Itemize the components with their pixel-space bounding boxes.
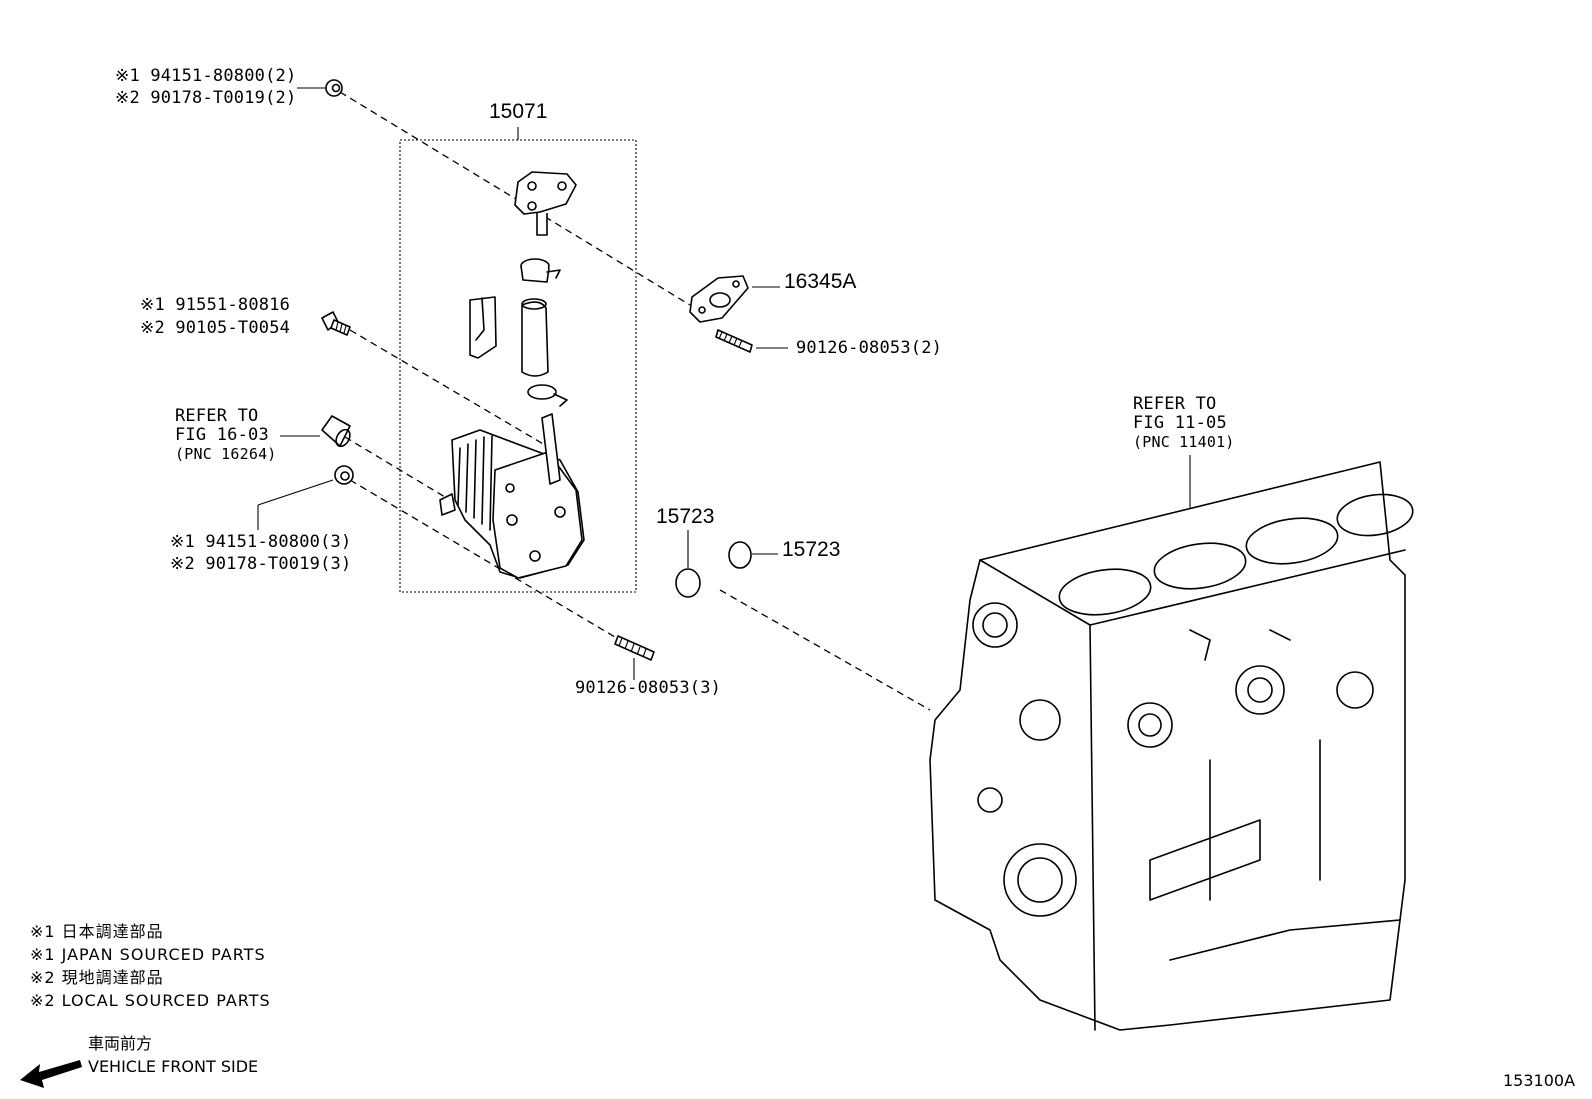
label-refer-left-2: FIG 16-03 xyxy=(175,425,269,445)
legend-line-3: ※2 現地調達部品 xyxy=(30,968,164,987)
stud-top-icon xyxy=(715,329,753,353)
label-nut-top-1: ※1 94151-80800(2) xyxy=(115,66,297,86)
nut-top-icon xyxy=(325,79,343,97)
o-ring-b-icon xyxy=(728,541,752,569)
label-refer-left-3: (PNC 16264) xyxy=(175,445,277,463)
arrow-left-icon xyxy=(20,1060,82,1088)
hose-sleeve-icon xyxy=(469,296,497,359)
label-bolt-1: ※1 91551-80816 xyxy=(140,295,291,315)
o-ring-a-icon xyxy=(675,568,701,598)
label-nut-low-1: ※1 94151-80800(3) xyxy=(170,532,352,552)
direction-label-en: VEHICLE FRONT SIDE xyxy=(88,1057,259,1076)
legend-line-4: ※2 LOCAL SOURCED PARTS xyxy=(30,991,271,1010)
hose-clamp-upper-icon xyxy=(520,258,561,283)
oil-cooler-icon xyxy=(439,413,585,579)
nut-low-icon xyxy=(334,465,354,485)
hose-clamp-lower-icon xyxy=(527,384,568,407)
label-oring-a: 15723 xyxy=(656,505,715,528)
hose-piece-icon xyxy=(321,415,351,448)
stud-low-icon xyxy=(614,635,655,661)
label-stud-top: 90126-08053(2) xyxy=(796,338,943,358)
label-nut-low-2: ※2 90178-T0019(3) xyxy=(170,554,352,574)
leader-nut-low xyxy=(349,479,621,641)
gasket-icon xyxy=(689,275,749,323)
leader-nut-top xyxy=(339,91,691,306)
label-gasket: 16345A xyxy=(784,270,857,293)
legend-line-1: ※1 日本調達部品 xyxy=(30,922,164,941)
label-stud-low: 90126-08053(3) xyxy=(575,678,722,698)
label-refer-left-1: REFER TO xyxy=(175,406,259,426)
label-nut-top-2: ※2 90178-T0019(2) xyxy=(115,88,297,108)
hose-icon xyxy=(521,298,549,377)
figure-id: 153100A xyxy=(1503,1071,1576,1090)
label-refer-right-2: FIG 11-05 xyxy=(1133,413,1227,433)
leader-bolt xyxy=(349,329,546,446)
bolt-icon xyxy=(321,311,351,336)
label-refer-right-1: REFER TO xyxy=(1133,394,1217,414)
engine-block-icon xyxy=(929,461,1414,1031)
label-oring-b: 15723 xyxy=(782,538,841,561)
direction-label-jp: 車両前方 xyxy=(88,1034,153,1053)
label-assembly: 15071 xyxy=(489,100,548,123)
legend-line-2: ※1 JAPAN SOURCED PARTS xyxy=(30,945,266,964)
label-refer-right-3: (PNC 11401) xyxy=(1133,433,1235,451)
label-bolt-2: ※2 90105-T0054 xyxy=(140,318,291,338)
leader-oring xyxy=(719,589,931,711)
flange-icon xyxy=(514,171,577,236)
